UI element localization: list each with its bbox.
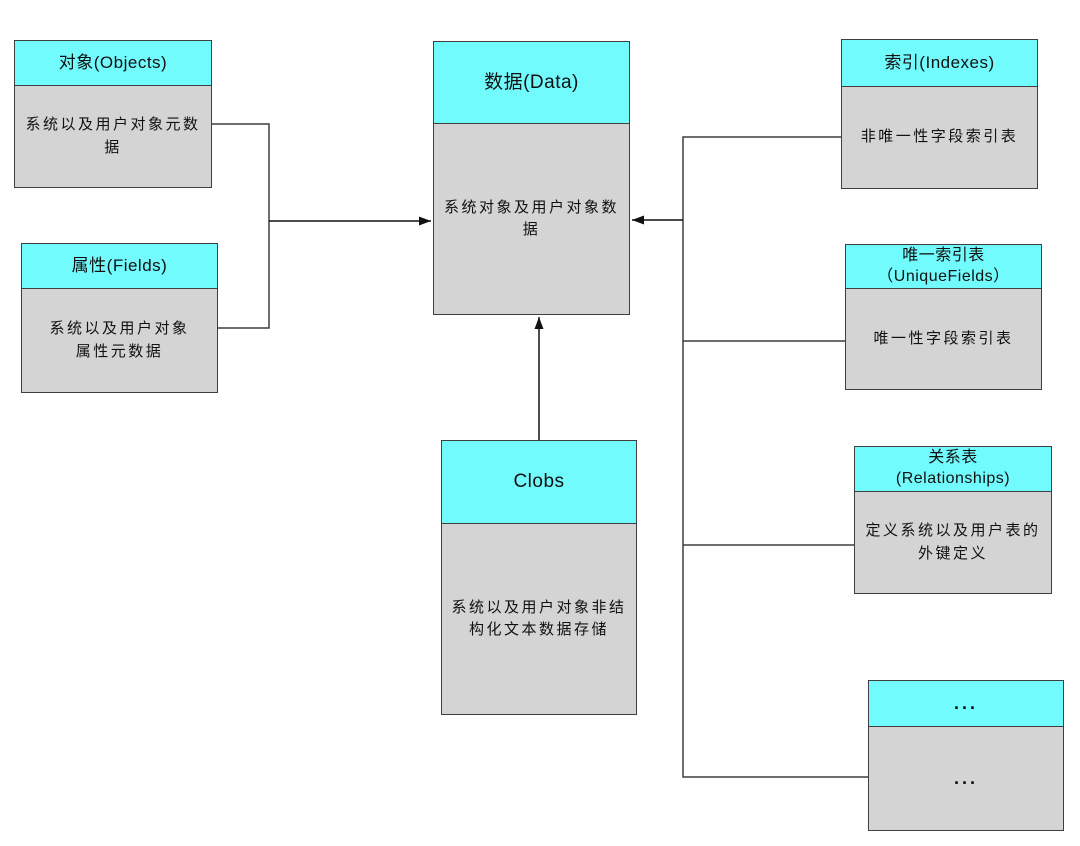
objects-box-body: 系统以及用户对象元数 据	[15, 86, 211, 187]
fields-box-body: 系统以及用户对象 属性元数据	[22, 289, 217, 392]
indexes-box-header: 索引(Indexes)	[842, 40, 1037, 87]
data-box-header: 数据(Data)	[434, 42, 629, 124]
objects-box-header: 对象(Objects)	[15, 41, 211, 86]
clobs-box-body: 系统以及用户对象非结 构化文本数据存储	[442, 524, 636, 714]
indexes-box-body: 非唯一性字段索引表	[842, 87, 1037, 188]
relationships-box: 关系表 (Relationships) 定义系统以及用户表的 外键定义	[854, 446, 1052, 594]
relationships-box-body: 定义系统以及用户表的 外键定义	[855, 492, 1051, 593]
more-box-header: ...	[869, 681, 1063, 727]
more-box-body: ...	[869, 727, 1063, 830]
uniquefields-box-header: 唯一索引表 （UniqueFields）	[846, 245, 1041, 289]
connector-right-group	[682, 136, 868, 778]
data-box-body: 系统对象及用户对象数 据	[434, 124, 629, 314]
more-box: ... ...	[868, 680, 1064, 831]
clobs-box: Clobs 系统以及用户对象非结 构化文本数据存储	[441, 440, 637, 715]
indexes-box: 索引(Indexes) 非唯一性字段索引表	[841, 39, 1038, 189]
uniquefields-box-body: 唯一性字段索引表	[846, 289, 1041, 389]
fields-box-header: 属性(Fields)	[22, 244, 217, 289]
connector-left-group	[212, 123, 270, 329]
objects-box: 对象(Objects) 系统以及用户对象元数 据	[14, 40, 212, 188]
clobs-box-header: Clobs	[442, 441, 636, 524]
uniquefields-box: 唯一索引表 （UniqueFields） 唯一性字段索引表	[845, 244, 1042, 390]
fields-box: 属性(Fields) 系统以及用户对象 属性元数据	[21, 243, 218, 393]
data-box: 数据(Data) 系统对象及用户对象数 据	[433, 41, 630, 315]
relationships-box-header: 关系表 (Relationships)	[855, 447, 1051, 492]
